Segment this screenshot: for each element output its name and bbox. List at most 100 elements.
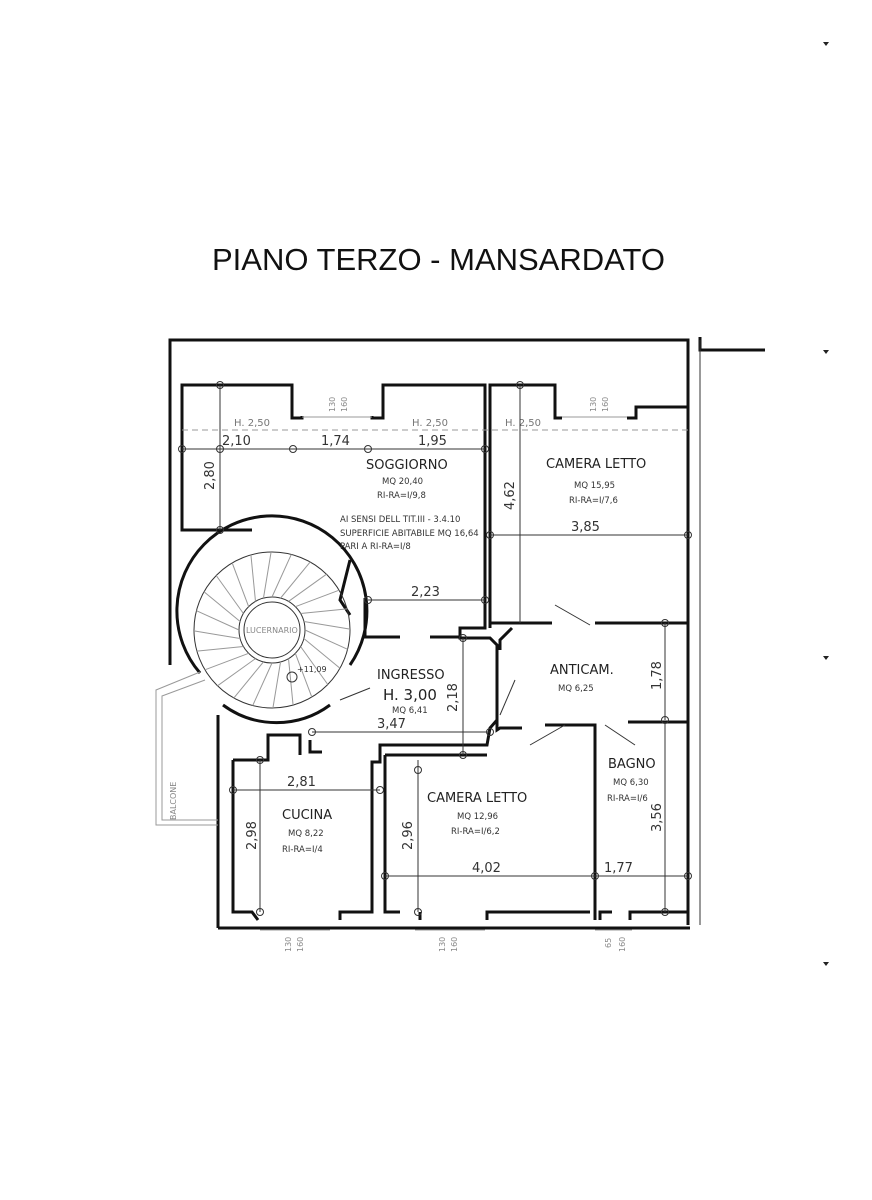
stair-step <box>272 661 282 709</box>
dimension-label: 4,62 <box>503 481 518 510</box>
room-note: AI SENSI DELL TIT.III - 3.4.10 <box>340 515 460 525</box>
dimension-markers <box>178 381 692 916</box>
room-area: MQ 6,30 <box>613 778 649 788</box>
stair-step <box>300 646 329 685</box>
stair-step <box>250 554 256 602</box>
stair-step <box>196 646 244 652</box>
stair-step <box>217 658 256 687</box>
window-height: 160 <box>450 937 459 952</box>
room-name: SOGGIORNO <box>366 458 448 473</box>
dimension-marker <box>661 619 669 627</box>
balcony-label: BALCONE <box>169 782 178 820</box>
stair-step <box>303 638 341 669</box>
room-ratio: RI-RA=I/6 <box>607 794 648 804</box>
skylight-label: LUCERNARIO <box>246 626 298 635</box>
room-area: MQ 6,41 <box>392 706 428 716</box>
dimension-label: 2,18 <box>446 683 461 712</box>
stair-step <box>303 620 351 630</box>
room-anticamera: ANTICAM. MQ 6,25 <box>550 663 614 694</box>
dimension-marker <box>661 908 669 916</box>
stair-step <box>304 629 348 650</box>
dimension-label: 3,85 <box>571 520 600 535</box>
dimension-marker <box>289 445 297 453</box>
stair-step <box>193 630 241 640</box>
stair-step <box>262 551 272 599</box>
dimension-label: 1,78 <box>650 661 665 690</box>
dimension-marker <box>459 634 467 642</box>
room-name: ANTICAM. <box>550 663 614 678</box>
dimension-label: 4,02 <box>472 861 501 876</box>
window-width: 65 <box>604 938 613 948</box>
dimension-label: 1,74 <box>321 434 350 449</box>
dimension-marker <box>684 872 692 880</box>
dimension-marker <box>216 526 224 534</box>
stair-step <box>233 661 264 699</box>
dimension-marker <box>216 381 224 389</box>
dimension-label: 1,95 <box>418 434 447 449</box>
room-area: MQ 12,96 <box>457 812 498 822</box>
room-area: MQ 8,22 <box>288 829 324 839</box>
dimension-marker <box>591 872 599 880</box>
dimension-marker <box>684 531 692 539</box>
balcony: BALCONE <box>155 671 218 826</box>
room-ratio: RI-RA=I/4 <box>282 845 323 855</box>
room-name: INGRESSO <box>377 668 445 683</box>
window-height: 160 <box>601 397 610 412</box>
stair-step <box>280 561 311 599</box>
dimension-label: 2,23 <box>411 585 440 600</box>
dimension-marker <box>486 728 494 736</box>
room-soggiorno: SOGGIORNO MQ 20,40 RI-RA=I/9,8 AI SENSI … <box>340 458 479 552</box>
dimension-marker <box>364 596 372 604</box>
spiral-staircase: LUCERNARIO +11,09 <box>175 514 369 725</box>
room-area: MQ 15,95 <box>574 481 615 491</box>
window-height: 160 <box>296 937 305 952</box>
dimension-marker <box>216 445 224 453</box>
room-note: PARI A RI-RA=I/8 <box>340 542 411 552</box>
level-label: +11,09 <box>297 665 327 674</box>
dimension-marker <box>481 445 489 453</box>
dimension-marker <box>414 766 422 774</box>
dimension-marker <box>459 751 467 759</box>
room-name: BAGNO <box>608 757 656 772</box>
dimension-label: 2,98 <box>245 821 260 850</box>
window-width: 130 <box>438 937 447 952</box>
height-label: H. 2,50 <box>505 418 541 429</box>
doors <box>339 604 636 746</box>
window-height: 160 <box>340 397 349 412</box>
dimension-label: 1,77 <box>604 861 633 876</box>
stair-step <box>231 562 250 607</box>
room-name: CAMERA LETTO <box>427 791 527 806</box>
dimension-marker <box>256 756 264 764</box>
room-ratio: RI-RA=I/6,2 <box>451 827 500 837</box>
dimension-label: 2,80 <box>203 461 218 490</box>
room-camera-letto-1: CAMERA LETTO MQ 15,95 RI-RA=I/7,6 <box>546 457 646 506</box>
stair-step <box>215 575 244 614</box>
stair-step <box>294 653 313 698</box>
dimension-marker <box>381 872 389 880</box>
dimension-label: 2,10 <box>222 434 251 449</box>
room-camera-letto-2: CAMERA LETTO MQ 12,96 RI-RA=I/6,2 <box>427 791 527 837</box>
height-label: H. 2,50 <box>412 418 448 429</box>
room-cucina: CUCINA MQ 8,22 RI-RA=I/4 <box>282 808 332 855</box>
room-ratio: RI-RA=I/7,6 <box>569 496 618 506</box>
stair-step <box>295 589 340 608</box>
height-label: H. 2,50 <box>234 418 270 429</box>
window-width: 130 <box>284 937 293 952</box>
dimension-marker <box>486 531 494 539</box>
dimension-marker <box>308 728 316 736</box>
room-note: SUPERFICIE ABITABILE MQ 16,64 <box>340 529 479 539</box>
dimension-label: 3,56 <box>650 803 665 832</box>
room-height: H. 3,00 <box>383 686 437 704</box>
room-area: MQ 20,40 <box>382 477 423 487</box>
stair-step <box>271 554 292 598</box>
dimension-label: 2,81 <box>287 775 316 790</box>
dimension-marker <box>481 596 489 604</box>
room-name: CAMERA LETTO <box>546 457 646 472</box>
edge-marks <box>823 42 829 966</box>
window-marks: 130 160 130 160 130 160 130 160 65 160 <box>260 397 632 952</box>
dimension-marker <box>661 716 669 724</box>
window-width: 130 <box>328 397 337 412</box>
room-ingresso: INGRESSO H. 3,00 MQ 6,41 <box>377 668 445 716</box>
dimension-lines <box>182 385 688 912</box>
plan-title: PIANO TERZO - MANSARDATO <box>212 242 665 277</box>
